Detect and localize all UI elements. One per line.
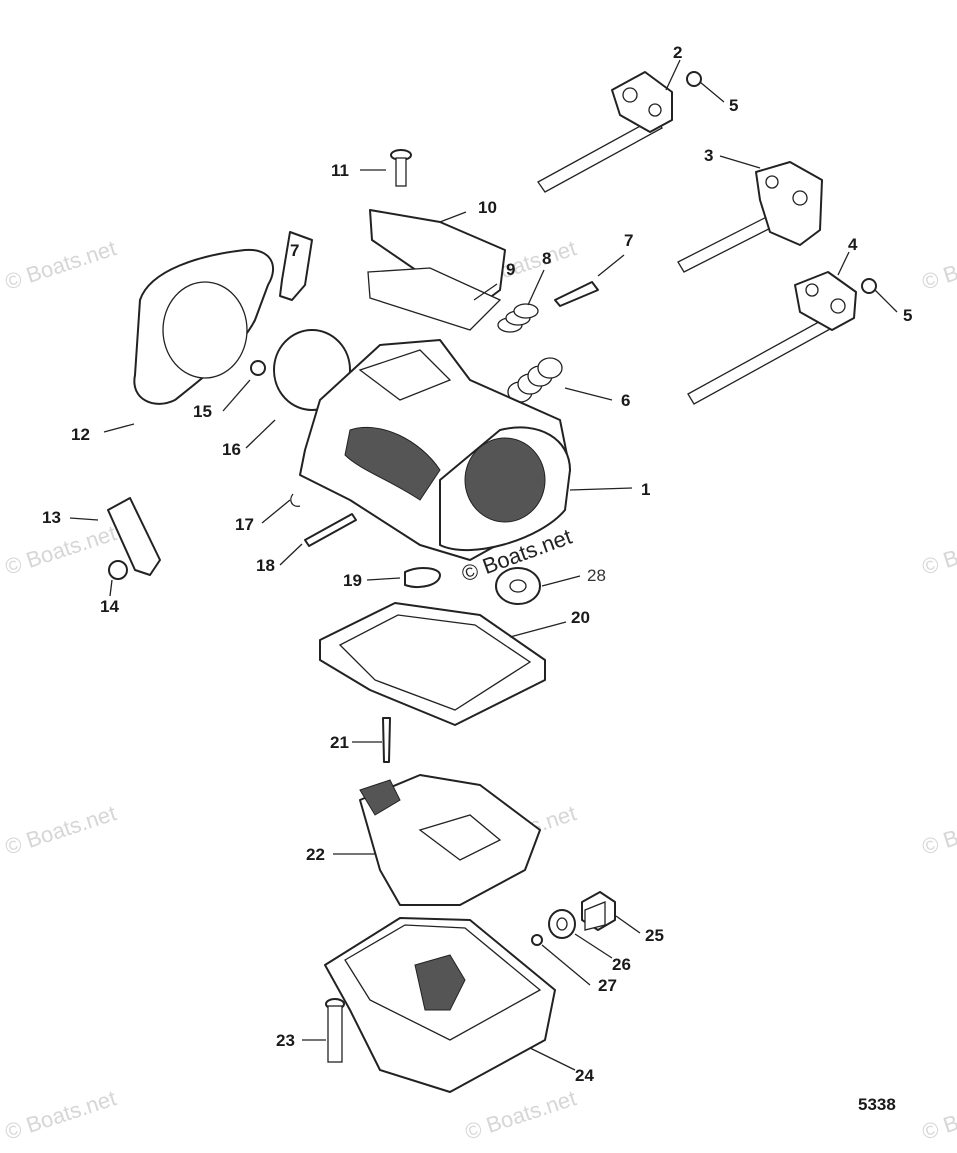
- leader-lines: [69, 59, 898, 1071]
- part-gasket-9: [367, 267, 502, 331]
- part-spring-8: [497, 303, 539, 333]
- part-nut-5b: [861, 278, 877, 294]
- part-washer-28: [495, 567, 541, 605]
- part-clip-17: [290, 493, 301, 507]
- watermark: © Boats.net: [2, 235, 119, 294]
- part-washer-26: [548, 909, 576, 939]
- callout-5a: 5: [729, 96, 738, 115]
- callout-12: 12: [71, 425, 90, 444]
- part-screw-11: [390, 149, 412, 187]
- callout-7b: 7: [290, 241, 299, 260]
- callout-23: 23: [276, 1031, 295, 1050]
- part-throttle-shaft-4: [687, 271, 857, 405]
- part-drain-plug-25: [581, 891, 616, 931]
- part-seat-19: [404, 567, 441, 588]
- callout-6: 6: [621, 391, 630, 410]
- part-throttle-shaft-2: [537, 71, 673, 193]
- watermark: © Boats.net: [919, 1085, 957, 1144]
- callouts: 1 2 3 4 5 5 6 7 7 8 9 10 11 12 13 14 15 …: [42, 43, 912, 1085]
- callout-17: 17: [235, 515, 254, 534]
- part-screw-15: [250, 360, 266, 376]
- part-screw-27: [531, 934, 543, 946]
- watermark: © Boats.net: [919, 800, 957, 859]
- part-gasket-20-inner: [338, 614, 532, 711]
- callout-7a: 7: [624, 231, 633, 250]
- callout-8: 8: [542, 249, 551, 268]
- watermark: © Boats.net: [919, 235, 957, 294]
- part-gasket-12-bore: [162, 281, 248, 379]
- watermark: © Boats.net: [2, 1085, 119, 1144]
- callout-22: 22: [306, 845, 325, 864]
- part-spring-6: [507, 357, 563, 403]
- part-choke-shaft-3: [677, 161, 823, 273]
- callout-14: 14: [100, 597, 119, 616]
- part-pin-18: [304, 513, 357, 547]
- callout-28: 28: [587, 566, 606, 585]
- watermark: © Boats.net: [2, 800, 119, 859]
- callout-16: 16: [222, 440, 241, 459]
- callout-24: 24: [575, 1066, 594, 1085]
- callout-26: 26: [612, 955, 631, 974]
- part-screw-14: [108, 560, 128, 580]
- part-nut-5a: [686, 71, 702, 87]
- part-sealant-tube-7: [279, 231, 313, 301]
- callout-3: 3: [704, 146, 713, 165]
- callout-27: 27: [598, 976, 617, 995]
- callout-21: 21: [330, 733, 349, 752]
- callout-5b: 5: [903, 306, 912, 325]
- figure-number: 5338: [858, 1095, 896, 1114]
- callout-11: 11: [331, 161, 349, 180]
- callout-2: 2: [673, 43, 682, 62]
- part-needle-21: [382, 717, 391, 763]
- callout-13: 13: [42, 508, 61, 527]
- watermark: © Boats.net: [919, 520, 957, 579]
- part-screw-7: [554, 281, 599, 307]
- part-lever-13: [107, 497, 161, 576]
- callout-20: 20: [571, 608, 590, 627]
- callout-18: 18: [256, 556, 275, 575]
- callout-9: 9: [506, 260, 515, 279]
- callout-15: 15: [193, 402, 212, 421]
- part-float-bowl-24: [324, 917, 556, 1093]
- part-float-22: [359, 774, 541, 906]
- watermark: © Boats.net: [462, 1085, 579, 1144]
- callout-25: 25: [645, 926, 664, 945]
- callout-10: 10: [478, 198, 497, 217]
- callout-4: 4: [848, 235, 858, 254]
- watermark: © Boats.net: [2, 520, 119, 579]
- callout-19: 19: [343, 571, 362, 590]
- part-carburetor-body-1: [299, 339, 571, 561]
- callout-1: 1: [641, 480, 650, 499]
- part-bolt-23: [325, 998, 345, 1063]
